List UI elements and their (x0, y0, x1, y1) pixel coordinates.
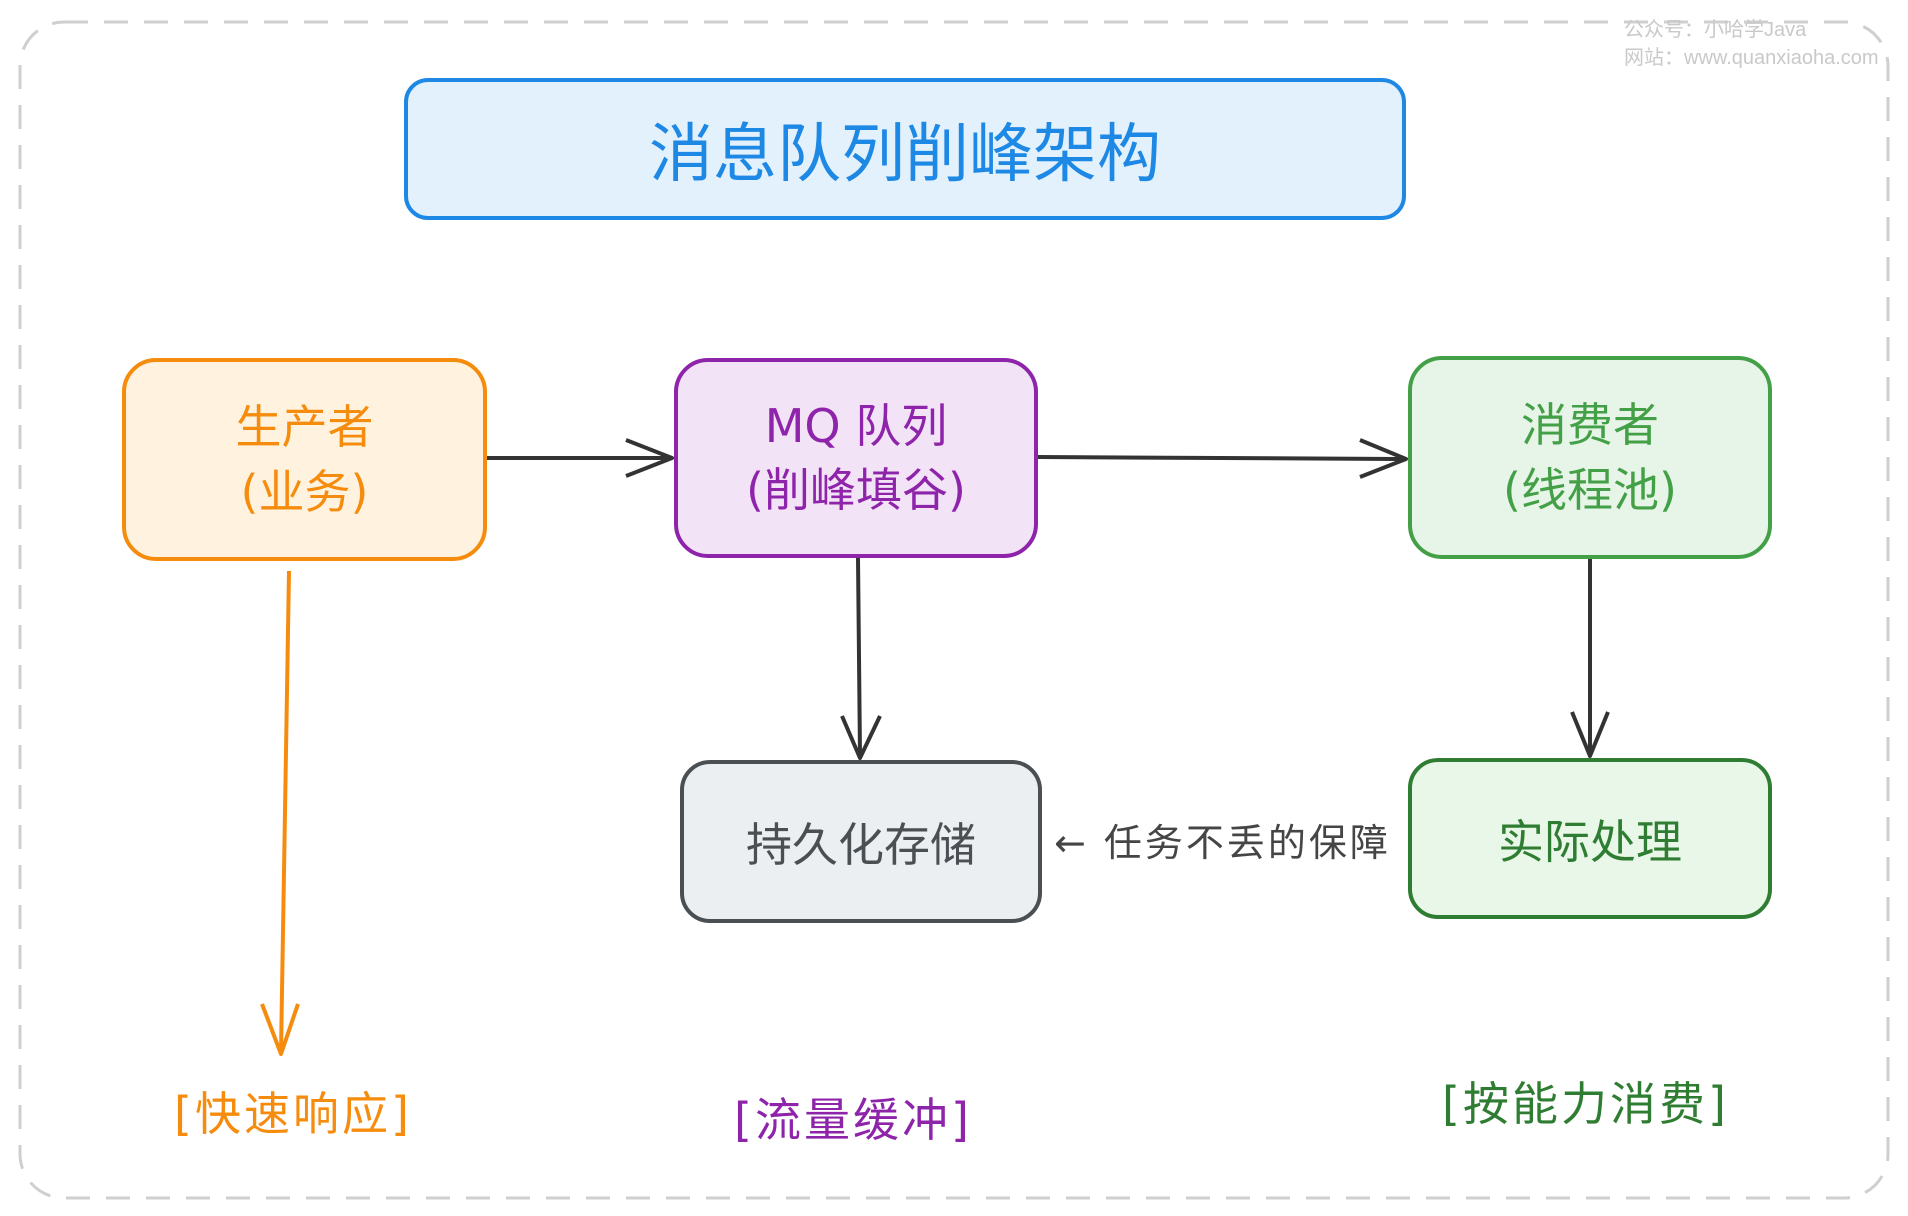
arrowhead-producer-to-tag (260, 1003, 300, 1056)
node-consumer-label: 消费者 (1521, 398, 1659, 453)
arrowhead-mq-to-storage (840, 715, 882, 760)
node-mq-sublabel: (削峰填谷) (746, 463, 966, 517)
diagram-title: 消息队列削峰架构 (649, 118, 1161, 192)
diagram-title-box: 消息队列削峰架构 (404, 78, 1406, 220)
node-mq-queue: MQ 队列 (削峰填谷) (674, 358, 1038, 558)
node-process-label: 实际处理 (1498, 814, 1682, 869)
node-consumer-sublabel: (线程池) (1503, 462, 1677, 517)
tag-fast-response: [快速响应] (174, 1087, 412, 1141)
node-mq-label: MQ 队列 (764, 398, 948, 453)
node-producer-label: 生产者 (235, 400, 374, 455)
arrow-producer-to-tag (279, 570, 291, 1053)
outer-dashed-frame (18, 20, 1890, 1200)
arrow-mq-to-storage (856, 557, 862, 757)
node-producer-sublabel: (业务) (240, 464, 369, 519)
watermark-line1: 公众号：小哈学Java (1624, 19, 1807, 41)
node-storage-label: 持久化存储 (746, 817, 976, 872)
arrow-mq-to-consumer (1037, 455, 1403, 461)
node-persistent-storage: 持久化存储 (680, 760, 1042, 923)
node-producer: 生产者 (业务) (122, 358, 487, 561)
watermark: 公众号：小哈学Java 网站：www.quanxiaoha.com (1624, 16, 1879, 72)
edge-note-no-task-loss: ← 任务不丢的保障 (1054, 821, 1391, 865)
arrowhead-producer-to-mq (625, 438, 674, 478)
watermark-line2: 网站：www.quanxiaoha.com (1624, 47, 1879, 69)
node-actual-processing: 实际处理 (1408, 758, 1772, 919)
tag-consume-by-capacity: [按能力消费] (1442, 1077, 1729, 1131)
node-consumer: 消费者 (线程池) (1408, 356, 1772, 559)
arrowhead-consumer-to-process (1570, 711, 1610, 758)
arrowhead-mq-to-consumer (1359, 438, 1408, 479)
tag-traffic-buffer: [流量缓冲] (734, 1093, 972, 1147)
